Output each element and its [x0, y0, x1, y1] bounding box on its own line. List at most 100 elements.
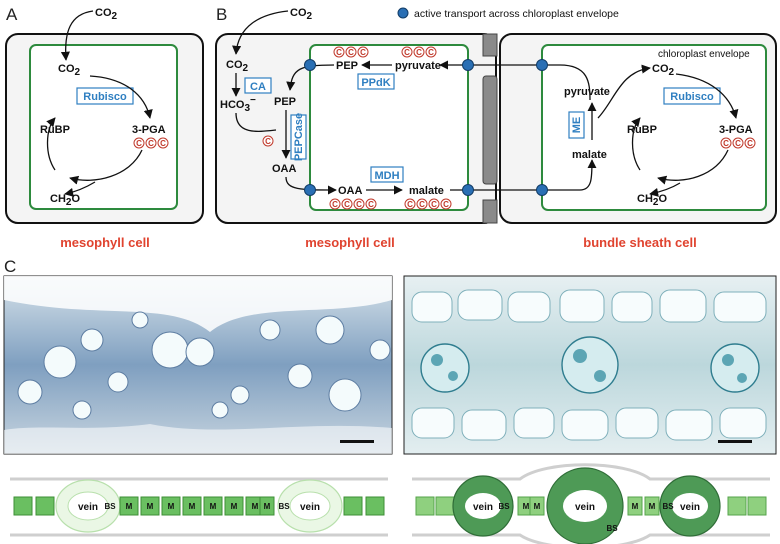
- svg-text:M: M: [147, 502, 154, 511]
- svg-text:M: M: [126, 502, 133, 511]
- pep-carbon-atoms: C C C: [333, 46, 369, 58]
- c4-bs-1-label: BS: [498, 502, 510, 511]
- co2-release-arrow: [597, 64, 651, 119]
- c4-bs-3-label: BS: [662, 502, 674, 511]
- svg-text:M: M: [168, 502, 175, 511]
- c3-vein-2-label: vein: [300, 502, 320, 513]
- co2-inner-label: CO2: [58, 63, 81, 78]
- panel-b-bundle-label: bundle sheath cell: [583, 235, 696, 250]
- svg-text:C: C: [723, 139, 729, 148]
- reduction-arrow: [69, 149, 143, 185]
- svg-text:C: C: [368, 200, 374, 209]
- c4-vein-3-label: vein: [680, 502, 700, 513]
- pep-export-arrow: [286, 64, 335, 91]
- svg-text:C: C: [416, 48, 422, 57]
- oaa-outer-label: OAA: [272, 163, 297, 175]
- pep-outer-label: PEP: [274, 96, 296, 108]
- svg-text:C: C: [428, 48, 434, 57]
- c4-vein-2-label: vein: [575, 502, 595, 513]
- chloroplast-envelope-label: chloroplast envelope: [658, 49, 750, 60]
- panel-a-letter: A: [6, 5, 18, 24]
- sugar-output-arrow: [64, 181, 96, 197]
- pyruvate-return-arrow: [439, 60, 591, 101]
- svg-text:C: C: [356, 200, 362, 209]
- oaa-chloro-label: OAA: [338, 185, 363, 197]
- svg-text:C: C: [419, 200, 425, 209]
- svg-text:M: M: [523, 502, 530, 511]
- c3-bs-2-label: BS: [278, 502, 290, 511]
- svg-text:C: C: [336, 48, 342, 57]
- bundle-co2-label: CO2: [652, 63, 675, 78]
- panel-c: C: [3, 257, 777, 544]
- bundle-regeneration-arrow: [631, 117, 641, 171]
- svg-text:M: M: [210, 502, 217, 511]
- pyruvate-bundle-label: pyruvate: [564, 86, 610, 98]
- ppdk-label: PPdK: [361, 77, 390, 89]
- svg-text:C: C: [747, 139, 753, 148]
- c3-vein-1-label: vein: [78, 502, 98, 513]
- svg-text:C: C: [265, 137, 271, 146]
- regeneration-arrow: [46, 117, 56, 171]
- c4-schematic: vein BS vein BS vein BS M M M M: [412, 463, 770, 544]
- 3pga-carbon-atoms: C C C: [133, 137, 169, 149]
- svg-text:M: M: [189, 502, 196, 511]
- svg-text:C: C: [735, 139, 741, 148]
- hco3-label: HCO3−: [220, 95, 256, 114]
- oaa-carbon-atoms: C C C C: [329, 198, 377, 210]
- bundle-carboxylation-arrow: [675, 73, 739, 119]
- me-enzyme-box: [568, 111, 585, 139]
- transporter-dots: [304, 59, 548, 196]
- svg-text:C: C: [148, 139, 154, 148]
- svg-text:M: M: [231, 502, 238, 511]
- b-co2-entry-arrow: [232, 10, 289, 55]
- bundle-sheath-chloroplast: [541, 44, 767, 211]
- malate-into-bundle-arrow: [579, 159, 597, 191]
- c3-schematic: vein BS vein BS M M M M M M M M: [10, 477, 388, 537]
- bundle-3pga-carbon-atoms: C C C: [720, 137, 756, 149]
- bundle-sugar-arrow: [649, 182, 681, 197]
- co2-entry-arrow: [60, 10, 94, 61]
- mesophyll-chloroplast: [309, 44, 469, 211]
- c3-leaf-micrograph: [3, 275, 393, 455]
- svg-text:C: C: [332, 200, 338, 209]
- rubisco-enzyme-box: [76, 87, 134, 105]
- pyruvate-carbon-atoms: C C C: [401, 46, 437, 58]
- me-label: ME: [571, 117, 583, 134]
- pep-chloro-label: PEP: [336, 60, 358, 72]
- malate-meso-label: malate: [409, 185, 444, 197]
- co2-input-label: CO2: [95, 7, 118, 22]
- panel-b-mesophyll-label: mesophyll cell: [305, 235, 395, 250]
- svg-text:M: M: [649, 502, 656, 511]
- panel-a-cell-label: mesophyll cell: [60, 235, 150, 250]
- ca-label: CA: [250, 81, 266, 93]
- bundle-rubisco-label: Rubisco: [670, 91, 714, 103]
- mdh-label: MDH: [374, 170, 399, 182]
- svg-text:C: C: [348, 48, 354, 57]
- bundle-ch2o-label: CH2O: [637, 193, 667, 208]
- cell-wall-middle: [482, 75, 498, 185]
- mdh-enzyme-box: [370, 166, 404, 183]
- bundle-reduction-arrow: [657, 149, 729, 185]
- panel-b: B active transport across chloroplast en…: [215, 5, 777, 250]
- chloroplast-outline: [29, 44, 178, 210]
- svg-text:C: C: [407, 200, 413, 209]
- oaa-import-arrow: [285, 176, 337, 195]
- panel-a: A CO2 CO2 Rubisco RuBP 3-PGA C C C CH2O …: [5, 5, 204, 250]
- ch2o-label: CH2O: [50, 193, 80, 208]
- svg-text:C: C: [443, 200, 449, 209]
- ppdk-enzyme-box: [357, 73, 395, 90]
- svg-text:C: C: [404, 48, 410, 57]
- hco3-join-arrow: [235, 112, 277, 132]
- rubisco-label: Rubisco: [83, 91, 127, 103]
- c4-vein-1-label: vein: [473, 502, 493, 513]
- bundle-3pga-label: 3-PGA: [719, 124, 753, 136]
- transport-legend-text: active transport across chloroplast enve…: [414, 8, 619, 20]
- transporter-legend-icon: [397, 7, 409, 19]
- svg-text:C: C: [431, 200, 437, 209]
- hco3-carbon-atom: C: [262, 135, 274, 147]
- malate-bundle-label: malate: [572, 149, 607, 161]
- pepcase-label: PEPCase: [293, 113, 305, 161]
- c4-mesophyll-cells: M M M M: [517, 496, 660, 516]
- c4-leaf-micrograph: [403, 275, 777, 455]
